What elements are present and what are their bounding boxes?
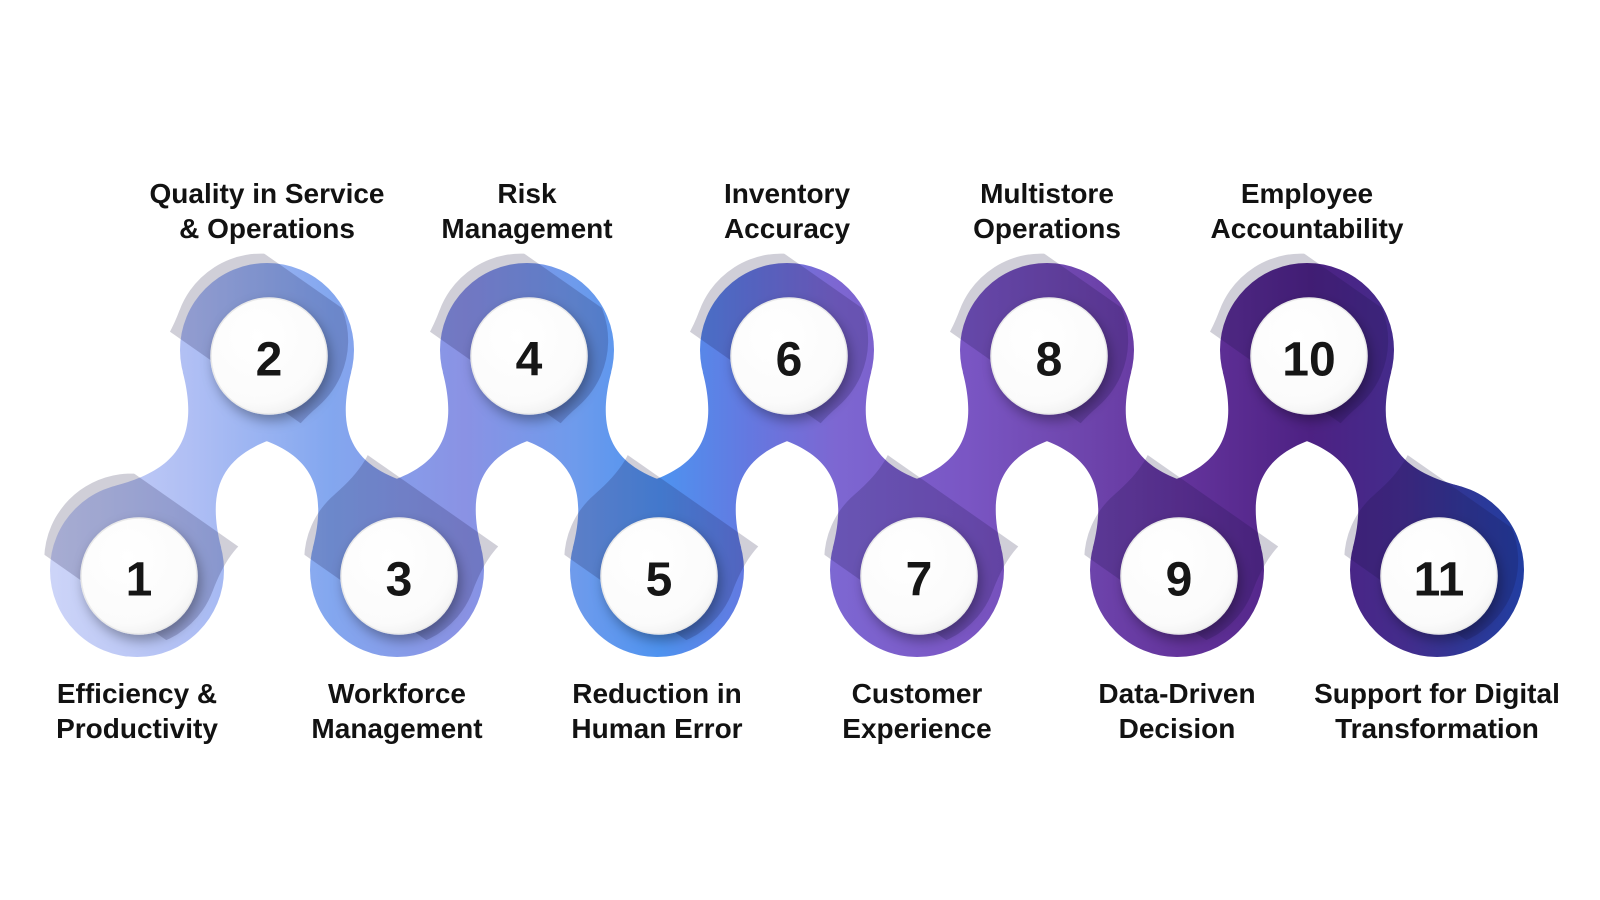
numbers-layer: 1 2 3 4 5 6 7 8 9 10 11 xyxy=(126,333,1465,606)
step-number: 2 xyxy=(256,333,283,386)
step-inner-circle xyxy=(600,517,718,635)
step-inner-circle xyxy=(340,517,458,635)
step-label: Risk Management xyxy=(441,178,613,244)
step-label: Data-Driven Decision xyxy=(1098,678,1256,744)
step-label: Customer Experience xyxy=(842,678,992,744)
step-label: Reduction in Human Error xyxy=(571,678,743,744)
step-number: 6 xyxy=(776,333,803,386)
step-number: 7 xyxy=(906,553,933,606)
step-inner-circle xyxy=(1250,297,1368,415)
step-label: Support for Digital Transformation xyxy=(1314,678,1560,744)
step-number: 10 xyxy=(1282,333,1335,386)
step-inner-circle xyxy=(860,517,978,635)
step-inner-circle xyxy=(1380,517,1498,635)
step-label: Multistore Operations xyxy=(973,178,1121,244)
step-number: 11 xyxy=(1414,553,1465,606)
step-number: 3 xyxy=(386,553,413,606)
step-inner-circle xyxy=(1120,517,1238,635)
step-inner-circle xyxy=(990,297,1108,415)
inner-circles-layer xyxy=(80,297,1498,635)
step-number: 9 xyxy=(1166,553,1193,606)
step-label: Workforce Management xyxy=(311,678,483,744)
step-number: 8 xyxy=(1036,333,1063,386)
step-label: Efficiency & Productivity xyxy=(56,678,218,744)
step-number: 4 xyxy=(516,333,543,386)
step-inner-circle xyxy=(80,517,198,635)
step-label: Inventory Accuracy xyxy=(723,178,851,244)
step-inner-circle xyxy=(730,297,848,415)
step-inner-circle xyxy=(470,297,588,415)
step-label: Employee Accountability xyxy=(1210,178,1404,244)
step-number: 1 xyxy=(126,553,153,606)
step-inner-circle xyxy=(210,297,328,415)
step-number: 5 xyxy=(646,553,673,606)
step-label: Quality in Service & Operations xyxy=(149,178,385,244)
